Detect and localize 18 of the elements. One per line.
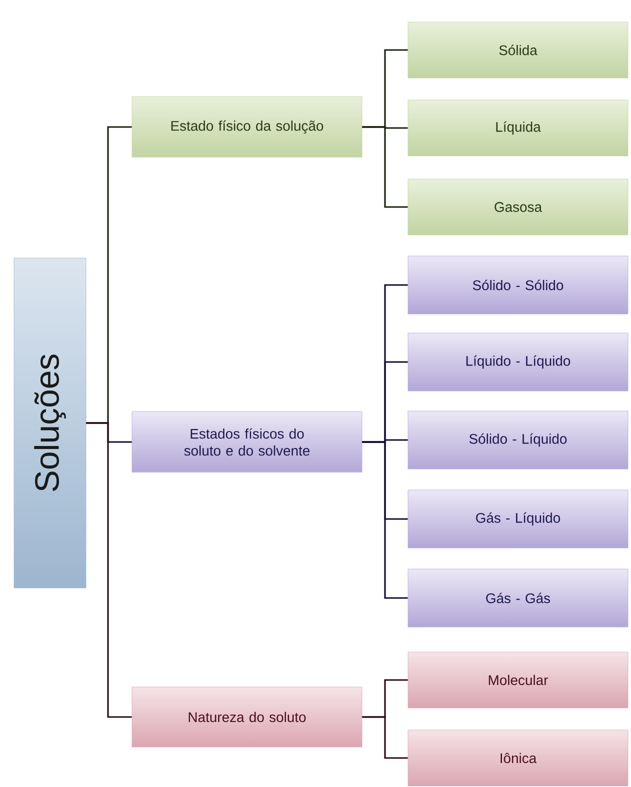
leaf-box: Líquida: [408, 100, 628, 156]
connector-line: [362, 441, 408, 599]
connector-line: [362, 126, 408, 208]
leaf-box: Líquido - Líquido: [408, 332, 628, 392]
leaf-box: Gás - Gás: [408, 568, 628, 628]
category-box: Estados físicos do soluto e do solvente: [132, 411, 362, 473]
connector-line: [362, 716, 408, 759]
leaf-box: Molecular: [408, 652, 628, 708]
leaf-box: Iônica: [408, 730, 628, 786]
connector-line: [86, 422, 132, 718]
leaf-box: Gasosa: [408, 178, 628, 236]
leaf-box: Sólida: [408, 22, 628, 78]
leaf-box: Sólido - Sólido: [408, 256, 628, 314]
root-box: Soluções: [14, 258, 86, 588]
category-box: Estado físico da solução: [132, 96, 362, 158]
leaf-box: Sólido - Líquido: [408, 410, 628, 470]
leaf-box: Gás - Líquido: [408, 490, 628, 548]
category-box: Natureza do soluto: [132, 686, 362, 748]
